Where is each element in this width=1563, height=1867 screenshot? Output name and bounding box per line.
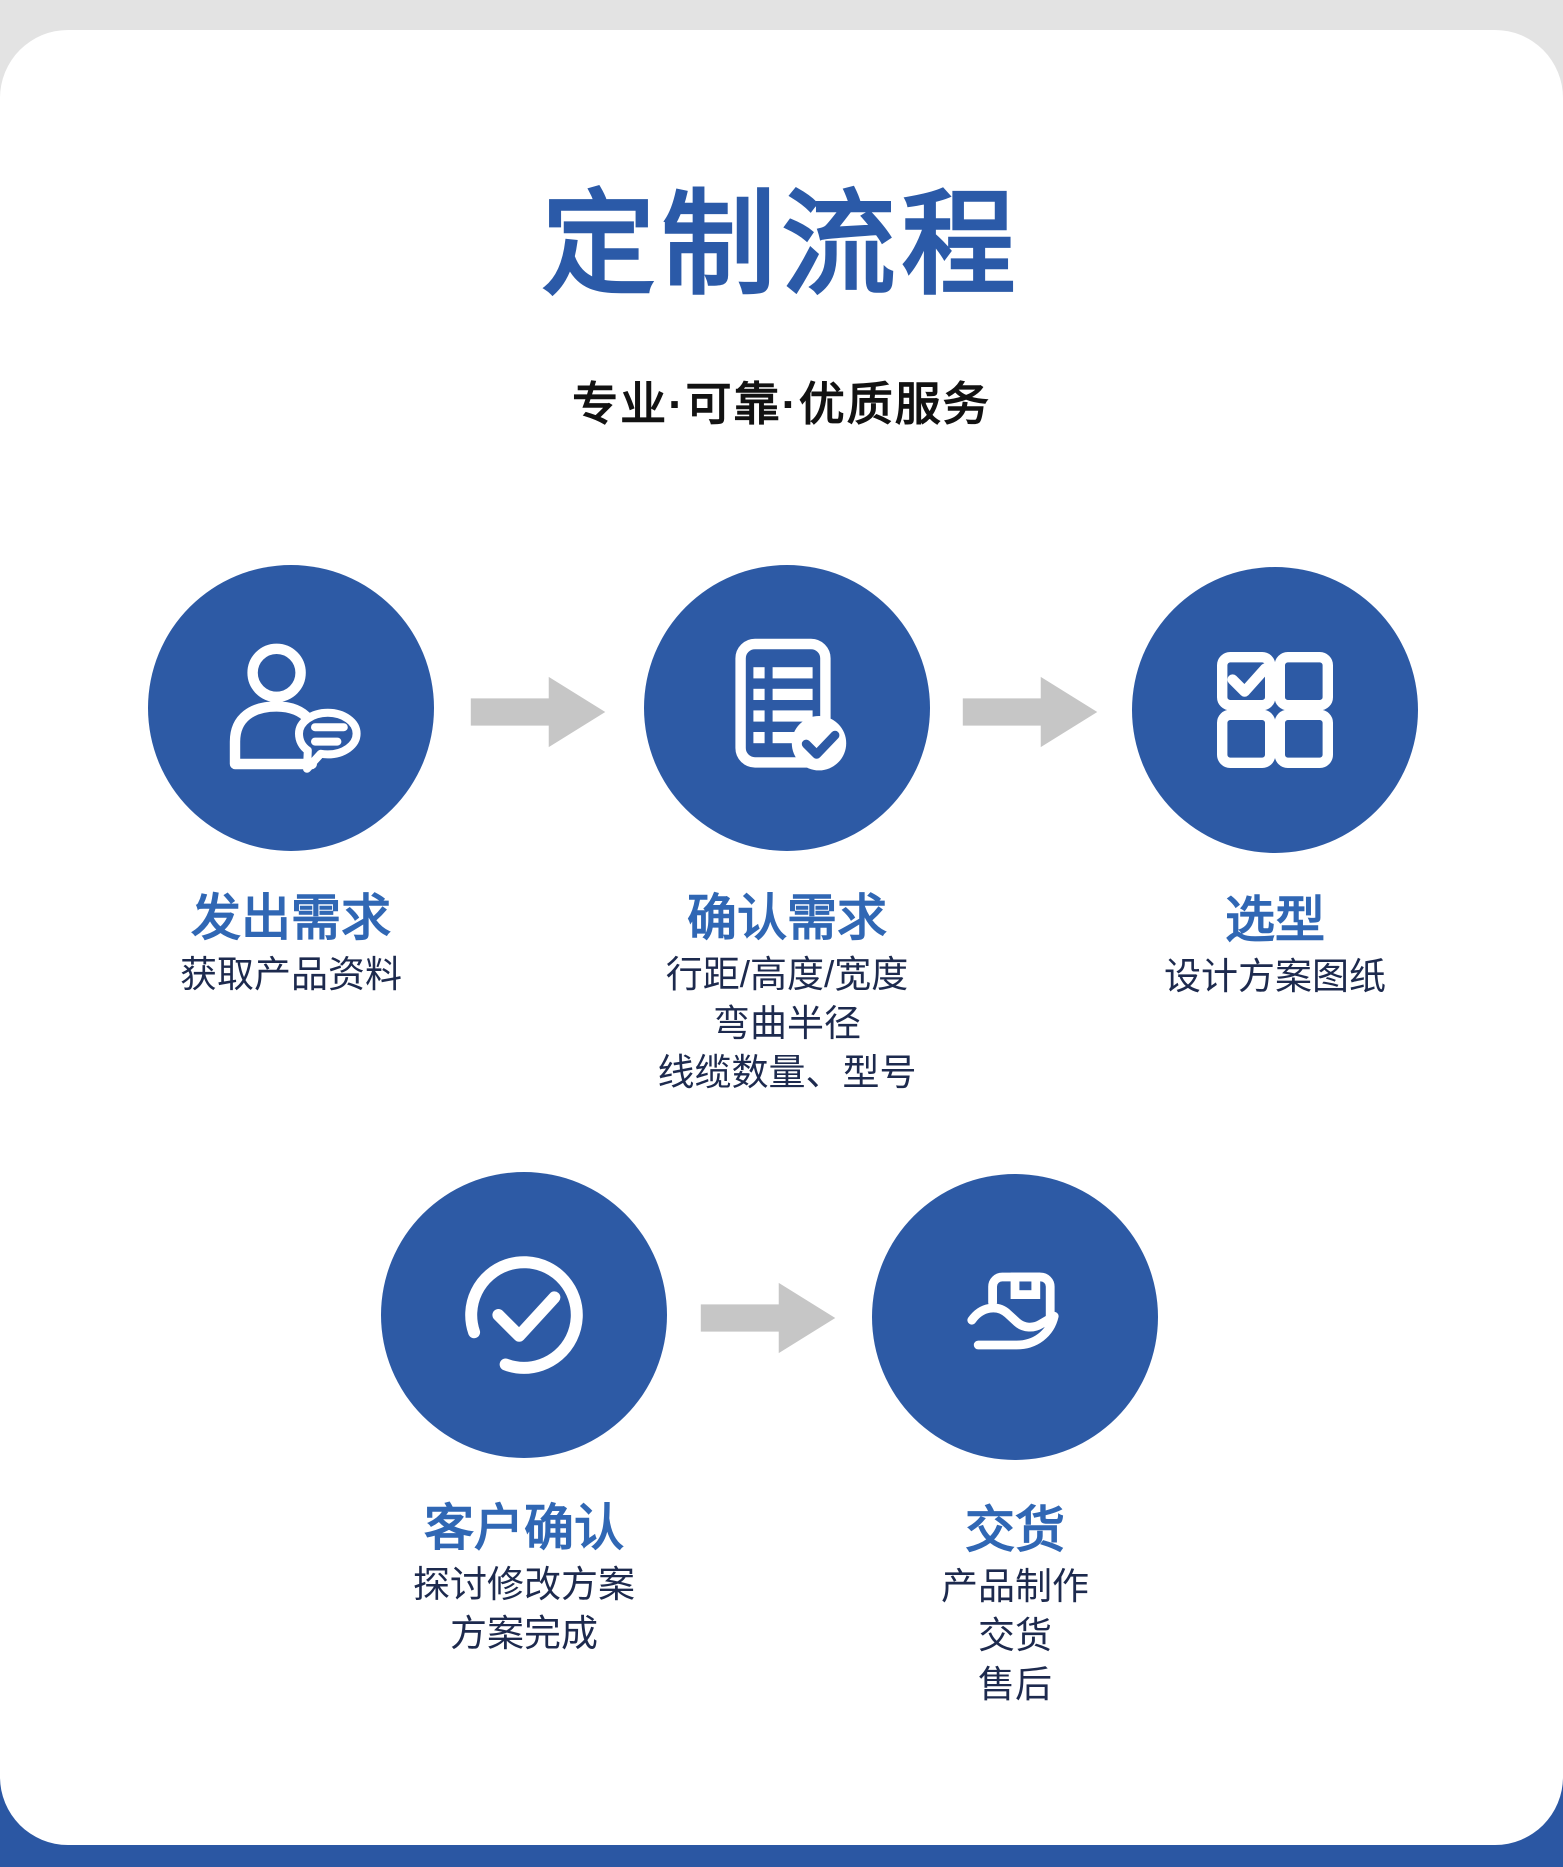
step4-title: 客户确认 [424,1500,624,1556]
step2-desc-line: 弯曲半径 [713,1003,861,1044]
content-card [0,30,1563,1845]
grid-select-icon [1217,652,1333,768]
step2-desc-line: 线缆数量、型号 [657,1052,917,1093]
check-ring-icon [465,1256,583,1374]
step5-desc-line: 产品制作 [941,1566,1089,1607]
person-chat-icon [229,643,361,773]
step4-desc-line: 方案完成 [450,1613,598,1654]
step1-desc-line: 获取产品资料 [180,954,402,995]
step5-desc-line: 交货 [978,1615,1052,1656]
step3-title: 选型 [1225,892,1325,948]
step1-title: 发出需求 [191,890,391,946]
step3-desc-line: 设计方案图纸 [1164,956,1386,997]
step5-title: 交货 [965,1502,1065,1558]
document-check-icon [735,638,847,771]
step1-circle [148,565,434,851]
step3-circle [1132,567,1418,853]
step1-desc: 获取产品资料 [61,950,521,999]
step5-desc-line: 售后 [978,1664,1052,1705]
step2-title: 确认需求 [687,890,887,946]
step2-desc: 行距/高度/宽度 弯曲半径 线缆数量、型号 [557,950,1017,1097]
step5-circle [872,1174,1158,1460]
step4-desc-line: 探讨修改方案 [413,1564,635,1605]
step5-desc: 产品制作 交货 售后 [785,1562,1245,1709]
arrow-right-icon [962,676,1098,748]
arrow-right-icon [700,1282,836,1354]
page-subtitle: 专业·可靠·优质服务 [572,378,991,430]
step4-desc: 探讨修改方案 方案完成 [294,1560,754,1658]
step4-circle [381,1172,667,1458]
arrow-right-icon [470,676,606,748]
step2-circle [644,565,930,851]
step3-desc: 设计方案图纸 [1045,952,1505,1001]
hand-box-icon [967,1272,1059,1350]
step2-desc-line: 行距/高度/宽度 [665,954,909,995]
page-title: 定制流程 [541,182,1022,309]
